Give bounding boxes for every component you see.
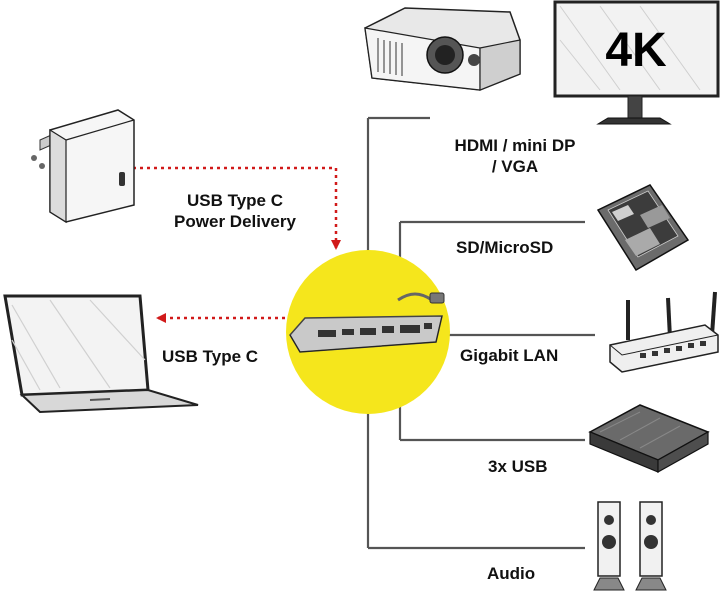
gigabit-lan-label: Gigabit LAN — [460, 346, 559, 365]
power-delivery-label-line2: Power Delivery — [174, 212, 296, 231]
video-output-label-line1: HDMI / mini DP — [454, 136, 576, 155]
router-icon — [609, 291, 719, 373]
sd-card-label: SD/MicroSD — [456, 238, 554, 257]
power-delivery-arrow — [126, 166, 341, 250]
audio-label: Audio — [487, 564, 536, 583]
projector-icon — [364, 7, 521, 91]
monitor-badge: 4K — [605, 24, 667, 77]
usb-ports-label: 3x USB — [488, 457, 548, 476]
sd-card-icon — [596, 184, 690, 272]
power-delivery-label-line1: USB Type C — [186, 191, 284, 210]
usb-type-c-label: USB Type C — [162, 347, 259, 366]
monitor-icon: 4K — [553, 0, 720, 125]
video-output-label: HDMI / mini DP / VGA — [430, 135, 600, 177]
speakers-icon — [593, 501, 667, 591]
usb-hub-icon — [289, 292, 445, 353]
charger-icon — [31, 109, 135, 224]
hdd-icon — [588, 404, 710, 474]
laptop-icon — [3, 294, 199, 414]
power-delivery-label: USB Type C Power Delivery — [150, 190, 320, 232]
video-output-label-line2: / VGA — [491, 157, 539, 176]
